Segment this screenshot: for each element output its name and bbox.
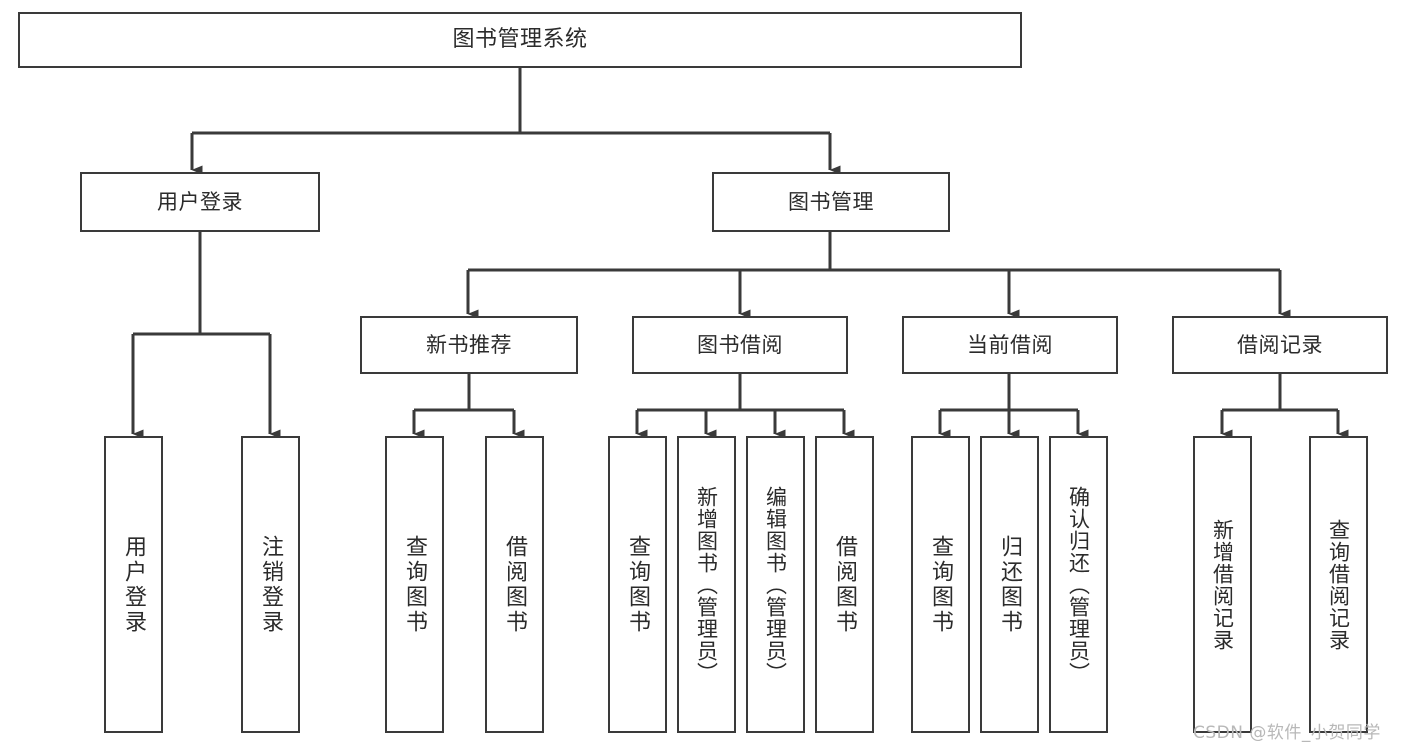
node-leaf-logout-label: 注销登录 — [258, 534, 284, 635]
node-book-manage[interactable]: 图书管理 — [712, 172, 950, 232]
node-new-book-rec-label: 新书推荐 — [426, 332, 512, 357]
node-leaf-confirm-return-label: 确认归还（管理员） — [1066, 485, 1091, 684]
node-leaf-edit-book-label: 编辑图书（管理员） — [763, 485, 788, 684]
node-leaf-query-book-a[interactable]: 查询图书 — [385, 436, 444, 733]
node-leaf-query-book-b[interactable]: 查询图书 — [608, 436, 667, 733]
node-leaf-borrow-book-b-label: 借阅图书 — [832, 534, 858, 635]
node-leaf-query-record[interactable]: 查询借阅记录 — [1309, 436, 1368, 733]
node-leaf-borrow-book-a-label: 借阅图书 — [502, 534, 528, 635]
node-leaf-return-book[interactable]: 归还图书 — [980, 436, 1039, 733]
csdn-watermark: CSDN @软件_小贺同学 — [1193, 723, 1381, 743]
node-leaf-logout[interactable]: 注销登录 — [241, 436, 300, 733]
node-book-borrow[interactable]: 图书借阅 — [632, 316, 848, 374]
node-leaf-query-record-label: 查询借阅记录 — [1326, 518, 1351, 651]
node-book-borrow-label: 图书借阅 — [697, 332, 783, 357]
node-user-login-label: 用户登录 — [157, 189, 243, 214]
node-leaf-borrow-book-a[interactable]: 借阅图书 — [485, 436, 544, 733]
node-leaf-add-record[interactable]: 新增借阅记录 — [1193, 436, 1252, 733]
node-leaf-query-book-c-label: 查询图书 — [928, 534, 954, 635]
node-leaf-add-book-label: 新增图书（管理员） — [694, 485, 719, 684]
node-book-manage-label: 图书管理 — [788, 189, 874, 214]
node-leaf-query-book-a-label: 查询图书 — [402, 534, 428, 635]
node-borrow-record[interactable]: 借阅记录 — [1172, 316, 1388, 374]
node-leaf-confirm-return[interactable]: 确认归还（管理员） — [1049, 436, 1108, 733]
node-leaf-user-login[interactable]: 用户登录 — [104, 436, 163, 733]
node-leaf-add-record-label: 新增借阅记录 — [1210, 518, 1235, 651]
node-leaf-query-book-c[interactable]: 查询图书 — [911, 436, 970, 733]
node-leaf-add-book[interactable]: 新增图书（管理员） — [677, 436, 736, 733]
node-leaf-return-book-label: 归还图书 — [997, 534, 1023, 635]
node-current-borrow-label: 当前借阅 — [967, 332, 1053, 357]
node-root-label: 图书管理系统 — [452, 27, 588, 53]
node-leaf-user-login-label: 用户登录 — [121, 534, 147, 635]
node-leaf-query-book-b-label: 查询图书 — [625, 534, 651, 635]
node-leaf-edit-book[interactable]: 编辑图书（管理员） — [746, 436, 805, 733]
node-leaf-borrow-book-b[interactable]: 借阅图书 — [815, 436, 874, 733]
node-root[interactable]: 图书管理系统 — [18, 12, 1022, 68]
node-borrow-record-label: 借阅记录 — [1237, 332, 1323, 357]
node-current-borrow[interactable]: 当前借阅 — [902, 316, 1118, 374]
node-new-book-rec[interactable]: 新书推荐 — [360, 316, 578, 374]
node-user-login[interactable]: 用户登录 — [80, 172, 320, 232]
